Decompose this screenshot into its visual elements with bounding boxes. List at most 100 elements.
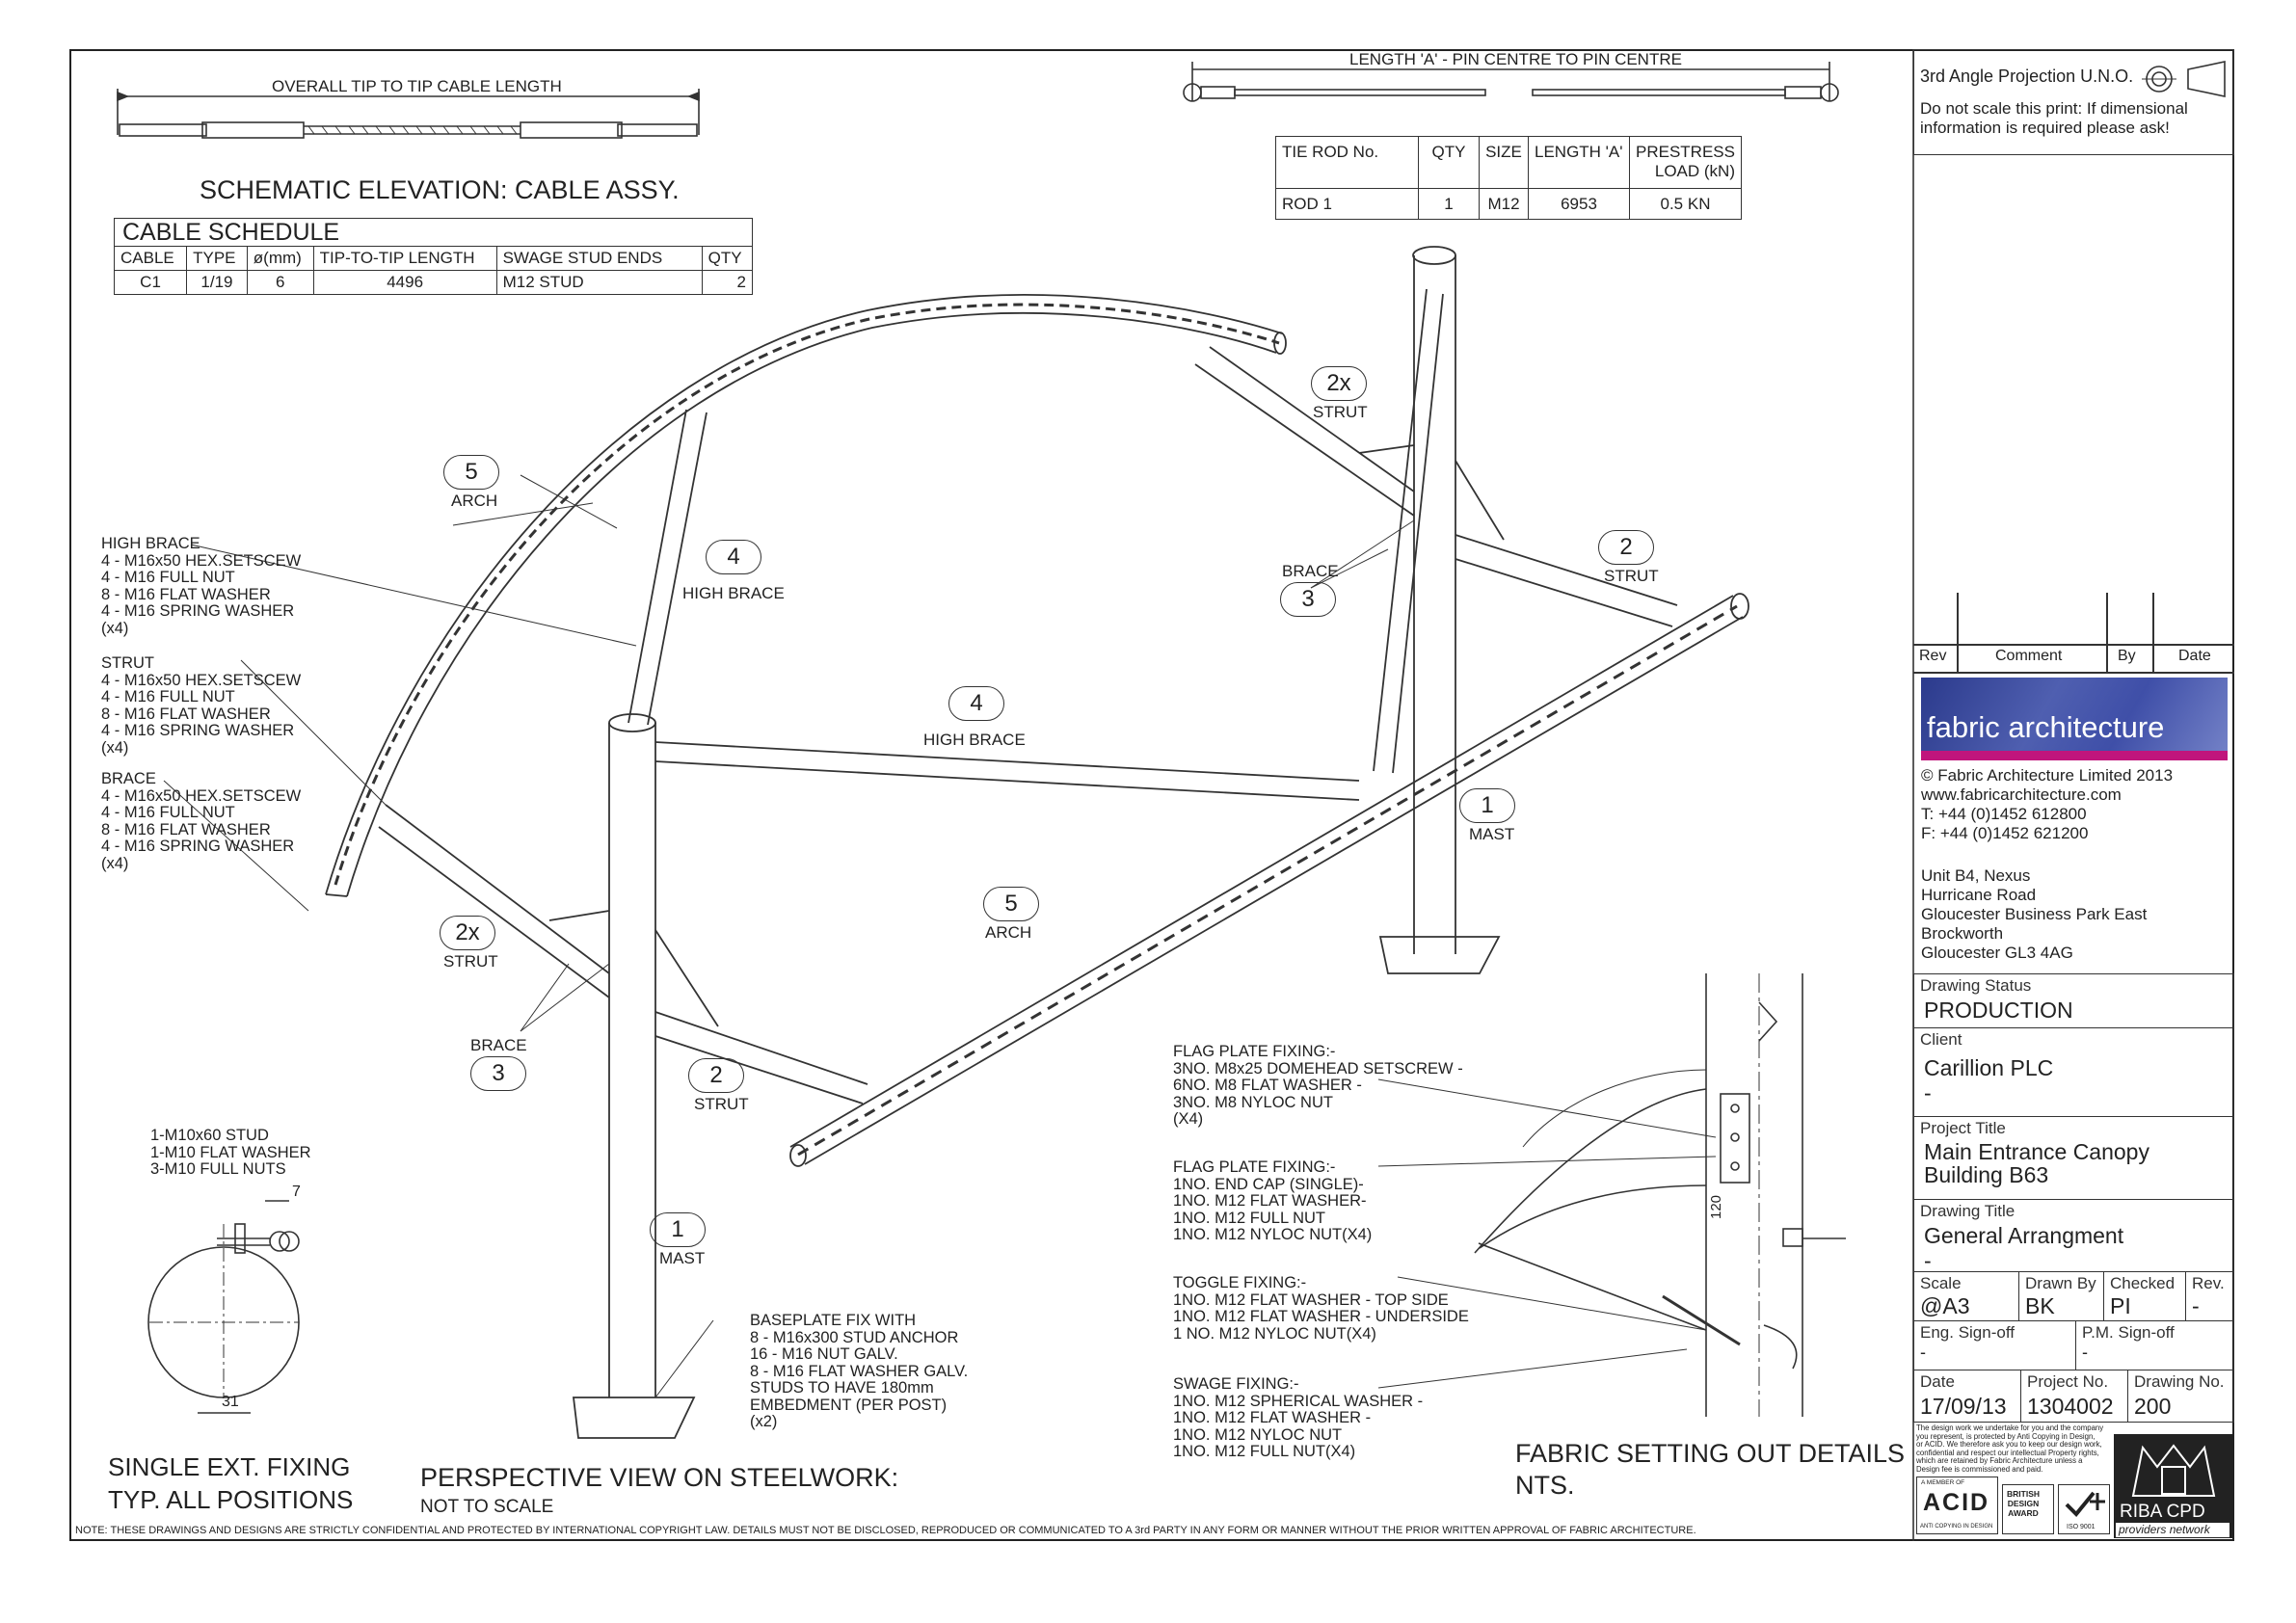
- callout-label: STRUT: [443, 952, 498, 971]
- company-address: Unit B4, Nexus Hurricane Road Gloucester…: [1921, 866, 2148, 962]
- tie-rod-elevation: [1183, 62, 1839, 102]
- tie-rod-cell: 0.5 KN: [1629, 188, 1742, 220]
- rev-header: By: [2118, 648, 2136, 664]
- drawing-frame: [69, 49, 2234, 1541]
- callout-label: MAST: [659, 1249, 706, 1267]
- callout-high-brace: 4: [706, 540, 761, 574]
- tie-rod-table: TIE ROD No. QTY SIZE LENGTH 'A' PRESTRES…: [1275, 136, 1742, 220]
- drawing-title-label: Drawing Title: [1920, 1202, 2016, 1220]
- checked-cell: Checked PI: [2103, 1271, 2186, 1321]
- projection-label: 3rd Angle Projection U.N.O.: [1920, 67, 2134, 86]
- cable-schedule-cell: 6: [246, 270, 314, 295]
- tie-rod-cell: ROD 1: [1275, 188, 1419, 220]
- footer-copyright-note: NOTE: THESE DRAWINGS AND DESIGNS ARE STR…: [75, 1525, 1696, 1536]
- drawing-title-cell: Drawing Title General Arrangment -: [1913, 1199, 2234, 1273]
- drawing-status-cell: Drawing Status PRODUCTION: [1913, 973, 2234, 1028]
- eng-signoff-cell: Eng. Sign-off -: [1913, 1320, 2076, 1370]
- table-row: C1 1/19 6 4496 M12 STUD 2: [113, 270, 754, 295]
- project-no-label: Project No.: [2027, 1372, 2109, 1391]
- note-toggle-fixing: TOGGLE FIXING:- 1NO. M12 FLAT WASHER - T…: [1173, 1274, 1469, 1343]
- british-design-award-badge: BRITISH DESIGN AWARD: [2002, 1484, 2054, 1534]
- baseplate-right: [1378, 936, 1501, 974]
- cable-schedule-table: CABLE TYPE ø(mm) TIP-TO-TIP LENGTH SWAGE…: [113, 246, 754, 295]
- project-title-value: Main Entrance Canopy Building B63: [1924, 1139, 2149, 1187]
- checked-value: PI: [2110, 1293, 2131, 1318]
- tie-rod-header: TIE ROD No.: [1275, 136, 1419, 189]
- drawing-no-cell: Drawing No. 200: [2127, 1370, 2234, 1423]
- note-flag-plate-2: FLAG PLATE FIXING:- 1NO. END CAP (SINGLE…: [1173, 1158, 1373, 1243]
- cable-schedule-header: CABLE: [113, 246, 188, 271]
- iso-text: ISO 9001: [2067, 1524, 2096, 1530]
- drawn-by-label: Drawn By: [2025, 1274, 2096, 1292]
- callout-label: STRUT: [694, 1095, 749, 1113]
- callout-strut: 2: [1598, 530, 1654, 565]
- cable-schedule-header: TIP-TO-TIP LENGTH: [312, 246, 497, 271]
- date-value: 17/09/13: [1920, 1394, 2007, 1419]
- high-brace-2: [654, 741, 1360, 782]
- callout-arch: 5: [443, 455, 499, 490]
- drawing-status-value: PRODUCTION: [1924, 998, 2073, 1023]
- riba-cpd-badge: RIBA CPD providers network: [2114, 1434, 2233, 1538]
- rev-value: -: [2192, 1293, 2200, 1318]
- callout-label: ARCH: [451, 492, 498, 510]
- single-fixing-note: 1-M10x60 STUD 1-M10 FLAT WASHER 3-M10 FU…: [150, 1127, 311, 1178]
- date-label: Date: [1920, 1372, 1955, 1391]
- callout-label: STRUT: [1604, 567, 1659, 585]
- dimension-text: 7: [292, 1184, 301, 1200]
- note-high-brace: HIGH BRACE 4 - M16x50 HEX.SETSCEW 4 - M1…: [101, 535, 302, 637]
- cable-dimension-label: OVERALL TIP TO TIP CABLE LENGTH: [272, 77, 562, 95]
- client-value: Carillion PLC -: [1924, 1055, 2054, 1105]
- cable-schedule-title: CABLE SCHEDULE: [114, 218, 753, 247]
- cable-schedule-header: QTY: [701, 246, 754, 271]
- perspective-subtitle: NOT TO SCALE: [420, 1497, 554, 1517]
- client-label: Client: [1920, 1030, 1962, 1049]
- project-title-cell: Project Title Main Entrance Canopy Build…: [1913, 1116, 2234, 1200]
- tie-rod-cell: 1: [1418, 188, 1480, 220]
- callout-strut: 2x: [1311, 366, 1367, 401]
- callout-label: MAST: [1469, 825, 1515, 843]
- single-fixing-title: SINGLE EXT. FIXING TYP. ALL POSITIONS: [108, 1452, 354, 1514]
- callout-label: HIGH BRACE: [923, 731, 1026, 749]
- perspective-title: PERSPECTIVE VIEW ON STEELWORK:: [420, 1463, 899, 1492]
- arch-right: [789, 595, 1734, 1148]
- single-fixing-detail: [147, 1200, 300, 1414]
- callout-high-brace: 4: [948, 686, 1004, 721]
- riba-subtext: providers network: [2116, 1523, 2229, 1537]
- riba-text: RIBA CPD: [2120, 1502, 2205, 1522]
- eng-signoff-value: -: [1920, 1343, 1926, 1362]
- rev-header: Date: [2178, 648, 2211, 664]
- tie-rod-header: LENGTH 'A': [1528, 136, 1630, 189]
- strut-right-2: [1455, 534, 1678, 606]
- scale-cell: Scale @A3: [1913, 1271, 2019, 1321]
- fabric-detail-title: FABRIC SETTING OUT DETAILS NTS.: [1515, 1439, 1906, 1500]
- callout-label: STRUT: [1313, 403, 1368, 421]
- rev-label: Rev.: [2192, 1274, 2225, 1292]
- acid-badge-caption: ANTI COPYING IN DESIGN: [1920, 1524, 1993, 1530]
- riba-crest-icon: [2131, 1444, 2216, 1497]
- date-cell: Date 17/09/13: [1913, 1370, 2021, 1423]
- cable-schedule-cell: 4496: [312, 270, 497, 295]
- strut-left-2: [654, 1011, 868, 1085]
- iso-9001-badge: ISO 9001: [2058, 1484, 2110, 1534]
- eng-signoff-label: Eng. Sign-off: [1920, 1323, 2015, 1342]
- cable-elevation-title: SCHEMATIC ELEVATION: CABLE ASSY.: [200, 175, 680, 204]
- callout-brace: 3: [1280, 582, 1336, 617]
- callout-strut: 2: [688, 1058, 744, 1093]
- checked-label: Checked: [2110, 1274, 2176, 1292]
- callout-label: ARCH: [985, 923, 1032, 942]
- tie-rod-cell: M12: [1479, 188, 1529, 220]
- table-row: ROD 1 1 M12 6953 0.5 KN: [1275, 188, 1742, 220]
- drawn-by-value: BK: [2025, 1293, 2055, 1318]
- rev-cell: Rev. -: [2185, 1271, 2234, 1321]
- project-no-cell: Project No. 1304002: [2020, 1370, 2128, 1423]
- dimension-text: 31: [222, 1394, 239, 1410]
- bda-text: BRITISH DESIGN AWARD: [2007, 1489, 2040, 1518]
- project-title-label: Project Title: [1920, 1119, 2006, 1137]
- tie-rod-header: QTY: [1418, 136, 1480, 189]
- fabric-architecture-logo: fabric architecture: [1921, 678, 2228, 760]
- callout-label: HIGH BRACE: [682, 584, 785, 602]
- baseplate-note: BASEPLATE FIX WITH 8 - M16x300 STUD ANCH…: [750, 1312, 969, 1430]
- callout-arch: 5: [983, 887, 1039, 921]
- dimension-text: 120: [1708, 1194, 1724, 1219]
- cable-schedule-header: ø(mm): [246, 246, 314, 271]
